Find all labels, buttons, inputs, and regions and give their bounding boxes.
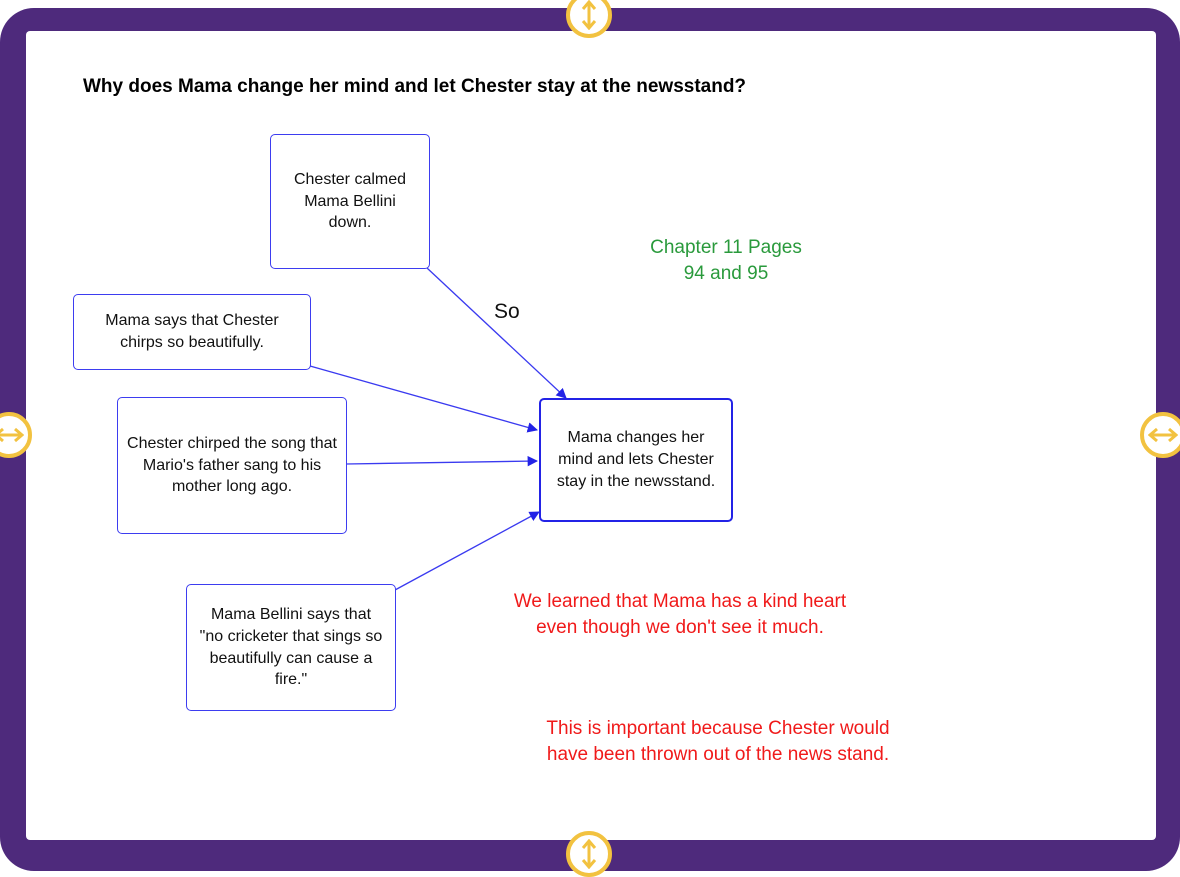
cause-box-left-3[interactable]: Mama Bellini says that "no cricketer tha… <box>186 584 396 711</box>
resize-horizontal-icon <box>1148 427 1178 443</box>
cause-box-left-1-text: Mama says that Chester chirps so beautif… <box>105 312 279 351</box>
chapter-note: Chapter 11 Pages 94 and 95 <box>650 237 802 285</box>
cause-box-left-1[interactable]: Mama says that Chester chirps so beautif… <box>73 294 311 370</box>
effect-box-center[interactable]: Mama changes her mind and lets Chester s… <box>539 398 733 522</box>
cause-box-left-3-text: Mama Bellini says that "no cricketer tha… <box>199 606 383 689</box>
cause-box-top[interactable]: Chester calmed Mama Bellini down. <box>270 134 430 269</box>
cause-box-left-2[interactable]: Chester chirped the song that Mario's fa… <box>117 397 347 534</box>
effect-box-center-text: Mama changes her mind and lets Chester s… <box>556 429 716 490</box>
resize-handle-top[interactable] <box>566 0 612 38</box>
cause-box-top-text: Chester calmed Mama Bellini down. <box>293 170 407 232</box>
cause-box-left-2-text: Chester chirped the song that Mario's fa… <box>127 434 337 496</box>
resize-handle-right[interactable] <box>1140 412 1180 458</box>
resize-handle-left[interactable] <box>0 412 32 458</box>
resize-vertical-icon <box>581 0 597 30</box>
resize-horizontal-icon <box>0 427 24 443</box>
resize-handle-bottom[interactable] <box>566 831 612 877</box>
connector-label-so: So <box>494 300 520 323</box>
note-important: This is important because Chester would … <box>546 718 890 766</box>
note-learned: We learned that Mama has a kind heart ev… <box>513 591 847 639</box>
question-title: Why does Mama change her mind and let Ch… <box>83 76 747 97</box>
resize-vertical-icon <box>581 839 597 869</box>
